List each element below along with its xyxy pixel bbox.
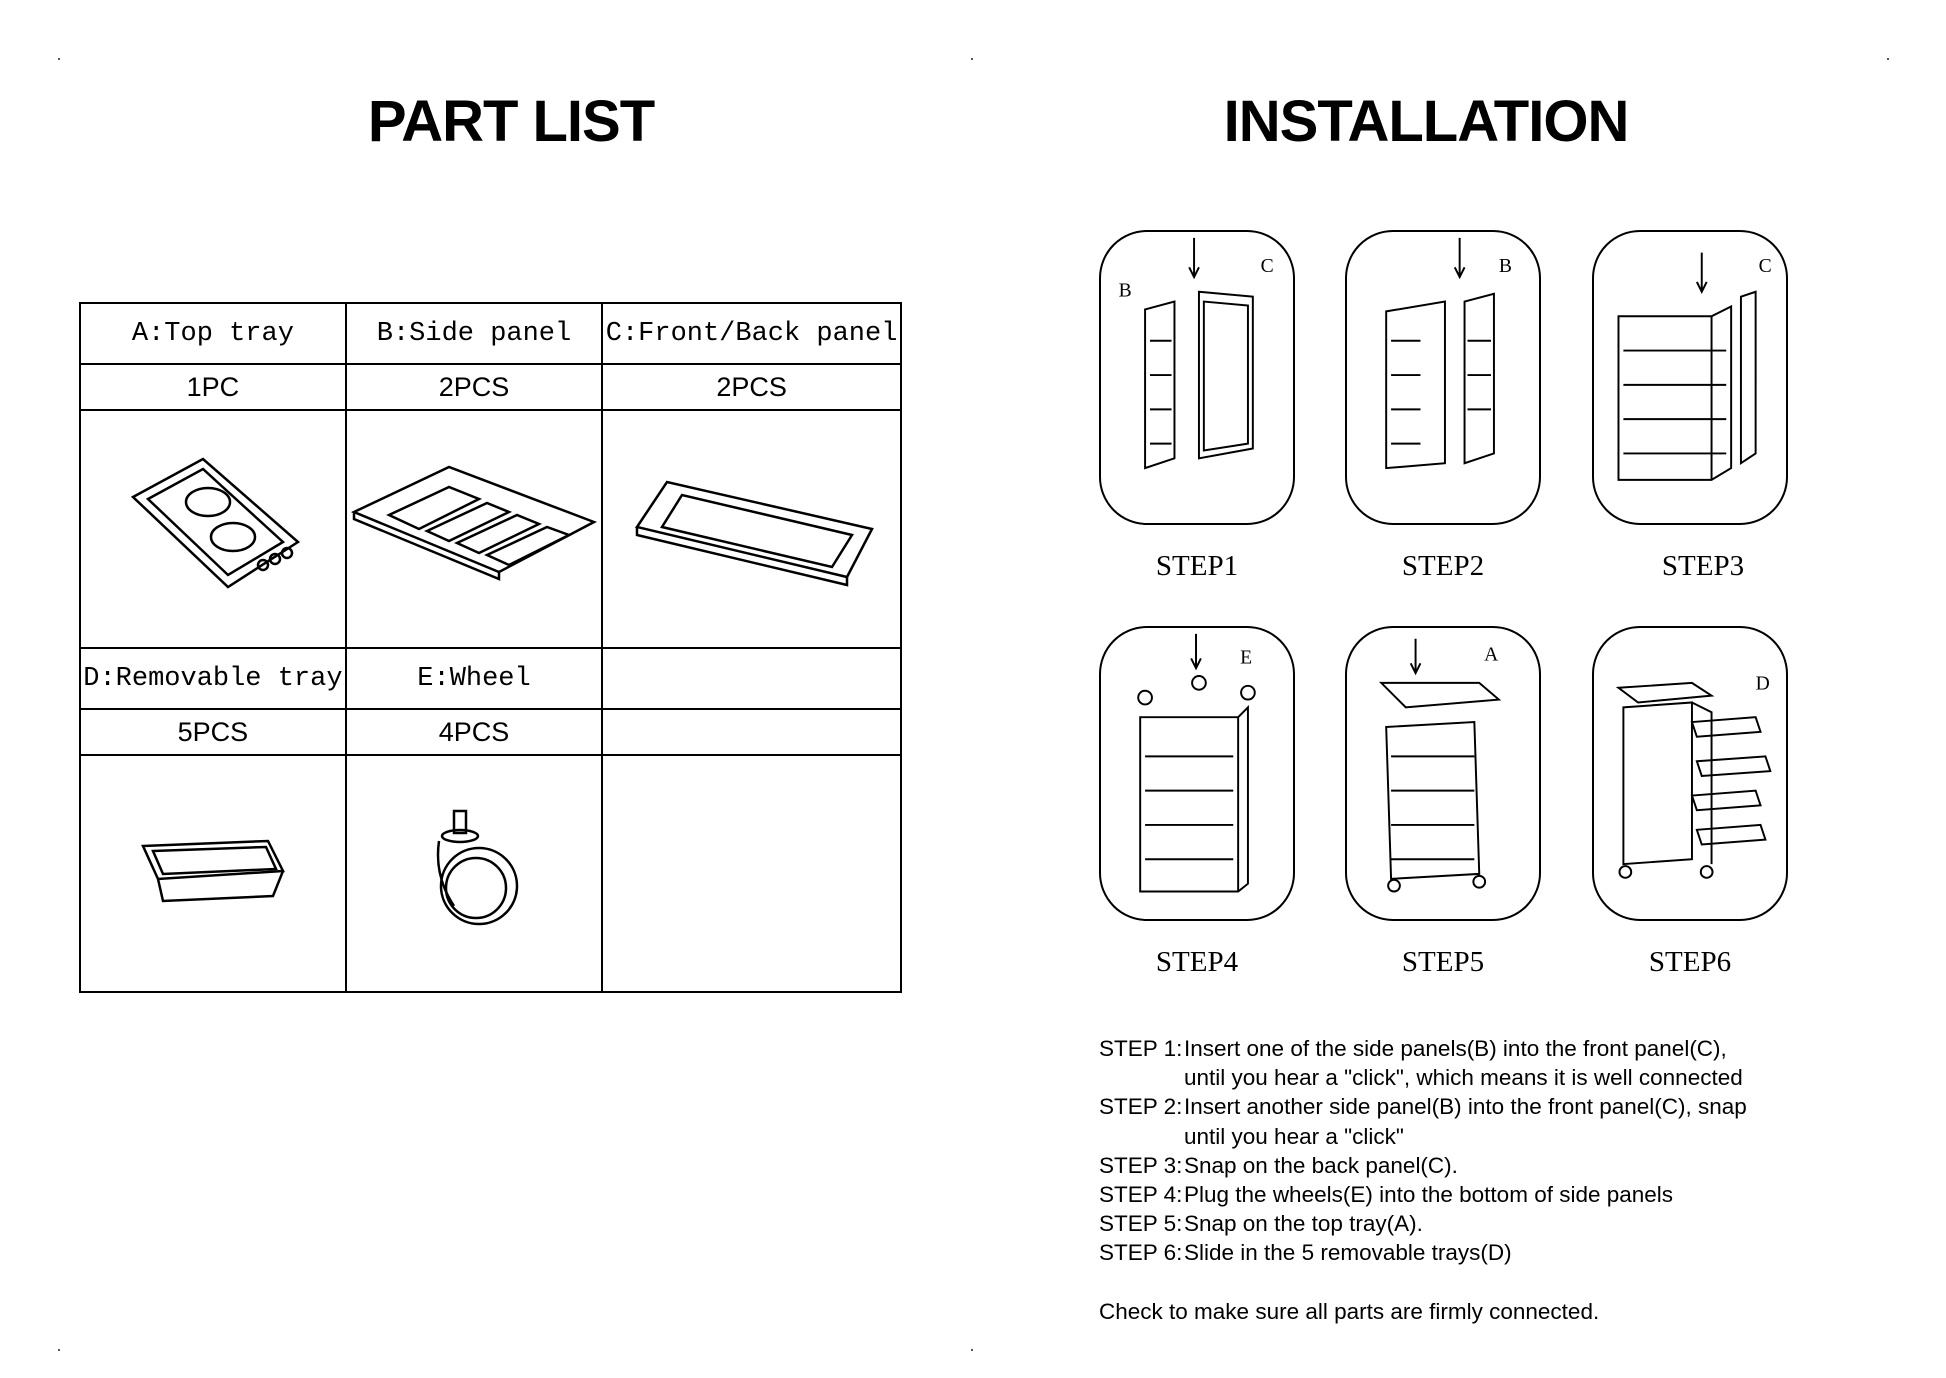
callout: E [1240, 647, 1252, 668]
step-key: STEP 2: [1099, 1094, 1183, 1120]
step-text-cont: until you hear a "click" [1184, 1123, 1404, 1149]
removable-tray-drawing [79, 754, 347, 993]
crop-mark [58, 1349, 60, 1351]
callout: C [1759, 256, 1772, 277]
step-key: STEP 5: [1099, 1211, 1183, 1237]
step-label: STEP2 [1401, 550, 1485, 582]
part-list-title: PART LIST [367, 89, 655, 154]
part-name: E:Wheel [344, 647, 604, 710]
callout: B [1119, 281, 1132, 302]
part-qty: 2PCS [344, 363, 604, 411]
final-note: Check to make sure all parts are firmly … [1099, 1298, 1600, 1324]
wheel-drawing [344, 754, 604, 993]
step6-illustration: D [1592, 626, 1788, 921]
step-label: STEP6 [1648, 946, 1732, 978]
side-panel-drawing [344, 409, 604, 649]
part-qty: 4PCS [344, 708, 604, 756]
step-key: STEP 1: [1099, 1036, 1183, 1061]
step-label: STEP3 [1661, 550, 1745, 582]
crop-mark [58, 58, 60, 60]
part-qty: 1PC [79, 363, 347, 411]
crop-mark [1887, 58, 1889, 60]
step4-illustration: E [1099, 626, 1295, 921]
crop-mark [971, 58, 973, 60]
part-name: B:Side panel [344, 302, 604, 365]
callout: B [1499, 256, 1512, 277]
part-qty: 5PCS [79, 708, 347, 756]
installation-title: INSTALLATION [1223, 89, 1630, 154]
step-text: Plug the wheels(E) into the bottom of si… [1184, 1182, 1674, 1208]
front-back-panel-drawing [601, 409, 902, 649]
top-tray-drawing [79, 409, 347, 649]
step-key: STEP 6: [1099, 1240, 1183, 1266]
step-label: STEP5 [1401, 946, 1485, 978]
step-text-cont: until you hear a "click", which means it… [1184, 1065, 1743, 1091]
step-label: STEP1 [1155, 550, 1239, 582]
step2-illustration: B [1345, 230, 1541, 525]
step3-illustration: C [1592, 230, 1788, 525]
crop-mark [971, 1349, 973, 1351]
step-label: STEP4 [1155, 946, 1239, 978]
step-text: Snap on the back panel(C). [1184, 1152, 1458, 1178]
step-key: STEP 3: [1099, 1152, 1183, 1178]
step-text: Insert another side panel(B) into the fr… [1184, 1094, 1747, 1120]
part-name: A:Top tray [79, 302, 347, 365]
step-text: Slide in the 5 removable trays(D) [1184, 1240, 1512, 1266]
step5-illustration: A [1345, 626, 1541, 921]
part-name: C:Front/Back panel [601, 302, 902, 365]
callout: D [1756, 674, 1770, 695]
part-qty: 2PCS [601, 363, 902, 411]
step-key: STEP 4: [1099, 1182, 1183, 1208]
part-name: D:Removable tray [79, 647, 347, 710]
step-text: Snap on the top tray(A). [1184, 1211, 1423, 1237]
callout: A [1484, 644, 1498, 665]
instructions: STEP 1:Insert one of the side panels(B) … [1099, 1034, 1747, 1326]
part-list-table: A:Top tray B:Side panel C:Front/Back pan… [79, 302, 902, 993]
step-text: Insert one of the side panels(B) into th… [1184, 1036, 1727, 1061]
callout: C [1261, 256, 1274, 277]
